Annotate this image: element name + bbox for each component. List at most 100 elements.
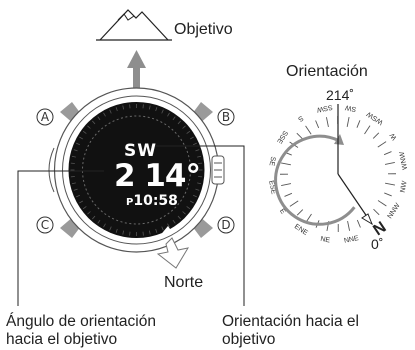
compass-tick <box>373 208 380 216</box>
orientation-title: Orientación <box>286 63 368 80</box>
watch-tick <box>197 182 202 185</box>
target-label: Objetivo <box>174 21 233 38</box>
compass-label-sw: SW <box>344 103 357 112</box>
compass-tick <box>364 125 371 135</box>
watch-tick <box>189 200 194 204</box>
compass-label-nw: NW <box>400 180 409 193</box>
button-d-label: D <box>221 218 231 232</box>
watch-tick <box>186 130 191 134</box>
watch-degree-symbol: ° <box>185 158 201 194</box>
watch-tick <box>161 109 164 114</box>
mountain-icon <box>96 9 172 41</box>
watch-tick <box>82 130 87 134</box>
compass-label-wsw: WSW <box>365 110 384 126</box>
watch-tick <box>76 142 81 146</box>
compass-label-ssw: SSW <box>316 103 333 113</box>
watch-tick <box>195 149 200 152</box>
north-label: Norte <box>164 274 204 291</box>
callout-left-line1: Ángulo de orientación <box>6 313 156 330</box>
compass-label-ene: ENE <box>293 223 309 237</box>
compass-tick <box>346 116 350 127</box>
callout-target-direction: Orientación hacia el objetivo <box>222 313 359 349</box>
compass-label-ne: NE <box>320 236 331 245</box>
watch-tick <box>161 226 164 231</box>
watch-tick <box>109 226 112 231</box>
watch-tick-ring <box>70 104 203 236</box>
watch-direction-display: SW <box>124 141 157 161</box>
watch-tick <box>92 120 96 125</box>
callout-right-line1: Orientación hacia el <box>222 313 359 330</box>
watch-tick <box>97 219 101 224</box>
button-c-label: C <box>40 218 50 232</box>
watch-tick <box>73 149 78 152</box>
watch-tick <box>182 211 186 215</box>
watch-tick <box>192 142 197 146</box>
watch-tick <box>155 107 158 112</box>
watch-degree-display: 2 14° <box>114 158 201 194</box>
button-a <box>36 108 54 126</box>
compass-tick <box>356 120 361 128</box>
compass-label-se: SE <box>268 156 277 167</box>
watch-tick <box>71 182 76 185</box>
compass-tick <box>280 162 291 166</box>
zero-value: 0˚ <box>371 236 384 252</box>
compass-tick <box>377 141 387 148</box>
watch-tick <box>148 230 151 235</box>
up-arrow-icon <box>127 50 146 96</box>
compass-label-wnw: WNW <box>399 151 410 171</box>
watch-tick <box>182 125 186 129</box>
watch-time-display: P10:58 <box>126 193 178 209</box>
watch-tick <box>195 188 200 191</box>
compass-tick <box>325 117 329 128</box>
north-arrow-icon <box>156 237 190 269</box>
compass-tick <box>281 183 292 187</box>
watch-tick <box>148 105 151 110</box>
compass-tick <box>315 120 320 129</box>
compass-tick <box>296 132 303 140</box>
watch-tick <box>103 112 106 117</box>
compass-tick <box>383 151 392 156</box>
watch-time-prefix: P <box>126 197 134 208</box>
compass-needle <box>337 104 374 226</box>
watch-tick <box>177 215 181 220</box>
button-a-label: A <box>40 110 50 124</box>
button-b <box>217 108 235 126</box>
watch-tick <box>155 228 158 233</box>
compass-label-s: S <box>296 114 304 123</box>
watch-tick <box>177 120 181 125</box>
compass-tick <box>377 200 387 207</box>
button-b-label: B <box>221 110 231 124</box>
watch-tick <box>167 112 170 117</box>
compass-tick <box>289 200 299 207</box>
watch-tick <box>115 228 118 233</box>
compass-tick <box>296 209 304 216</box>
compass-tick <box>305 125 312 135</box>
button-d <box>217 216 235 234</box>
watch-tick <box>167 223 170 228</box>
compass-tick <box>347 220 351 231</box>
watch-tick <box>197 155 202 158</box>
compass-label-ese: ESE <box>267 180 277 195</box>
watch-tick <box>79 200 84 204</box>
compass-tick <box>385 182 396 186</box>
compass-label-w: W <box>389 131 399 141</box>
direction-pointer-icon <box>158 226 172 238</box>
watch-tick <box>172 116 176 121</box>
watch-tick <box>122 105 125 110</box>
watch-tick <box>109 109 112 114</box>
watch-tick <box>76 194 81 198</box>
watch-tick <box>115 107 118 112</box>
callout-bearing-angle: Ángulo de orientación hacia el objetivo <box>6 313 156 349</box>
watch-tick <box>87 125 91 129</box>
watch-tick <box>122 230 125 235</box>
compass-tick <box>384 192 392 197</box>
compass-bearing-arc <box>274 134 356 226</box>
watch-tick <box>87 211 91 215</box>
callout-lines <box>17 145 245 306</box>
compass-label-nnw: NNW <box>387 202 402 220</box>
watch-tick <box>97 116 101 121</box>
compass-label-e: E <box>278 208 287 216</box>
compass-tick <box>284 192 293 197</box>
watch-body <box>48 87 225 253</box>
watch-tick <box>172 219 176 224</box>
